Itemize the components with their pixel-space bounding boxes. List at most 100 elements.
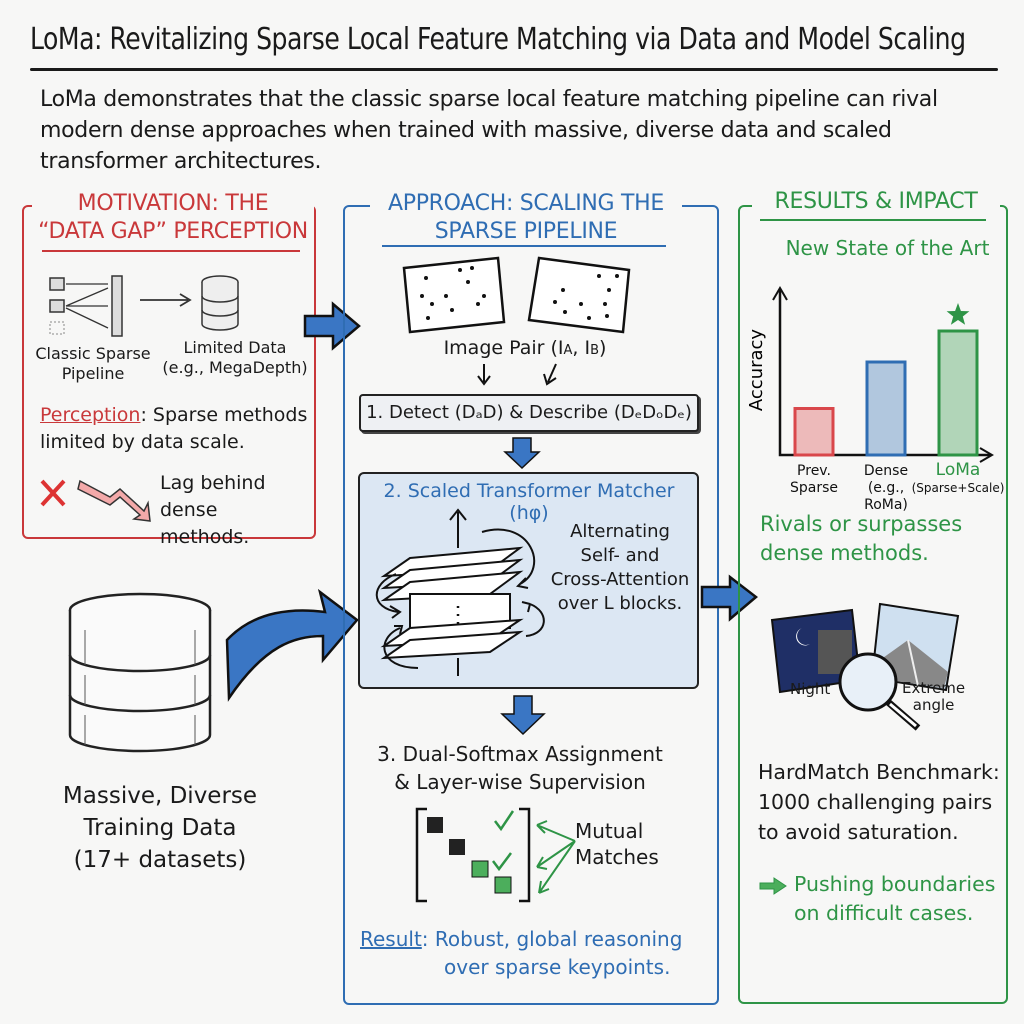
feature-box-icon bbox=[49, 299, 65, 313]
down-arrow-icon bbox=[503, 437, 541, 470]
y-axis-label: Accuracy bbox=[746, 329, 767, 412]
approach-title-underline bbox=[382, 245, 666, 247]
night-label: Night bbox=[790, 680, 831, 698]
match-arrows-icon bbox=[536, 820, 576, 894]
classic-pipeline-icon bbox=[49, 275, 239, 337]
lag-line2: dense methods. bbox=[160, 499, 250, 548]
database-icon bbox=[201, 275, 239, 331]
green-arrow-icon bbox=[759, 877, 787, 895]
rivals-line1: Rivals or surpasses bbox=[760, 512, 963, 536]
results-title-underline bbox=[760, 219, 986, 221]
step2-desc-line1: Alternating bbox=[570, 521, 670, 542]
result-text-1: : Robust, global reasoning bbox=[421, 927, 683, 951]
mutual-matches-label: Mutual Matches bbox=[575, 818, 659, 870]
x-tick-label: Prev. bbox=[797, 463, 831, 479]
image-a-subscript: A bbox=[563, 343, 573, 358]
pipeline-label-line1: Classic Sparse bbox=[35, 344, 151, 363]
lag-line1: Lag behind bbox=[160, 472, 266, 494]
matcher-block-icon bbox=[111, 275, 123, 337]
perception-text: Perception: Sparse methods limited by da… bbox=[40, 402, 310, 456]
bar-1 bbox=[865, 360, 907, 457]
lag-text: Lag behind dense methods. bbox=[160, 470, 310, 551]
magnifier-icon bbox=[838, 652, 921, 731]
image-pair-label: Image Pair (IA, IB) bbox=[443, 337, 607, 359]
motivation-title-line2: “DATA GAP” PERCEPTION bbox=[38, 219, 308, 244]
motivation-title-underline bbox=[42, 250, 300, 252]
limited-data-label: Limited Data (e.g., MegaDepth) bbox=[160, 338, 310, 378]
feature-box-icon bbox=[49, 277, 65, 291]
step2-description: Alternating Self- and Cross-Attention ov… bbox=[545, 520, 695, 616]
motivation-title-line1: MOTIVATION: THE bbox=[77, 191, 269, 216]
bench-line2: 1000 challenging pairs bbox=[758, 790, 993, 814]
push-line2: on difficult cases. bbox=[794, 901, 974, 925]
rivals-line2: dense methods. bbox=[760, 541, 929, 565]
hard-cases-illustration bbox=[770, 602, 960, 731]
star-icon bbox=[946, 303, 970, 325]
x-tick-label: LoMa bbox=[936, 460, 981, 480]
matrix-cell bbox=[449, 839, 465, 855]
step2-desc-line3: Cross-Attention bbox=[550, 569, 690, 590]
result-text: Result: Robust, global reasoning over sp… bbox=[360, 925, 700, 981]
title-underline bbox=[30, 68, 998, 71]
perception-key: Perception bbox=[40, 404, 141, 426]
extreme-line1: Extreme bbox=[902, 679, 966, 697]
mutual-line2: Matches bbox=[575, 845, 659, 869]
bar-2 bbox=[937, 329, 979, 457]
rivals-text: Rivals or surpasses dense methods. bbox=[760, 510, 1000, 568]
x-tick-label: (e.g., bbox=[868, 480, 904, 496]
bench-line1: HardMatch Benchmark: bbox=[758, 760, 1000, 784]
training-data-line1: Massive, Diverse bbox=[62, 783, 258, 809]
x-tick-label: Sparse bbox=[790, 480, 838, 496]
x-mark-icon bbox=[40, 479, 66, 507]
mutual-line1: Mutual bbox=[575, 819, 644, 843]
approach-title: APPROACH: SCALING THE SPARSE PIPELINE bbox=[370, 190, 682, 246]
image-pair-text: Image Pair (I bbox=[443, 337, 564, 359]
y-axis-arrow-icon bbox=[772, 286, 788, 301]
feature-box-icon bbox=[49, 321, 65, 335]
chart-axes bbox=[778, 290, 990, 457]
step2-title: 2. Scaled Transformer Matcher (hφ) bbox=[383, 480, 675, 524]
training-data-label: Massive, Diverse Training Data (17+ data… bbox=[30, 780, 290, 876]
step1-detect-describe: 1. Detect (DₐD) & Describe (DₑDₒDₑ) bbox=[359, 394, 699, 432]
extreme-angle-label: Extreme angle bbox=[902, 680, 965, 714]
transformer-stack-icon bbox=[375, 508, 545, 676]
arrow-right-icon bbox=[140, 293, 192, 307]
step3-line1: 3. Dual-Softmax Assignment bbox=[377, 742, 663, 766]
step2-desc-line4: over L blocks. bbox=[557, 593, 683, 614]
push-line1: Pushing boundaries bbox=[794, 872, 996, 896]
data-label-line2: (e.g., MegaDepth) bbox=[162, 358, 308, 377]
check-icon bbox=[492, 810, 515, 872]
bar-0 bbox=[793, 407, 835, 457]
downtrend-arrow-icon bbox=[77, 479, 151, 522]
assignment-matrix-icon bbox=[415, 807, 576, 903]
results-title: RESULTS & IMPACT bbox=[752, 188, 1000, 216]
perception-text-1: : Sparse methods bbox=[140, 404, 308, 426]
matrix-cell bbox=[471, 860, 489, 878]
pushing-boundaries-text: Pushing boundaries on difficult cases. bbox=[794, 870, 1004, 928]
x-axis-arrow-icon bbox=[979, 447, 994, 463]
perception-text-2: limited by data scale. bbox=[40, 431, 245, 453]
approach-title-line1: APPROACH: SCALING THE bbox=[388, 191, 664, 216]
page-title: LoMa: Revitalizing Sparse Local Feature … bbox=[30, 22, 966, 57]
step3-label: 3. Dual-Softmax Assignment & Layer-wise … bbox=[360, 740, 680, 796]
matrix-cell bbox=[427, 817, 443, 833]
summary-text: LoMa demonstrates that the classic spars… bbox=[40, 87, 938, 174]
bench-line3: to avoid saturation. bbox=[758, 820, 959, 844]
result-text-2: over sparse keypoints. bbox=[444, 955, 671, 979]
down-arrow-icon bbox=[500, 695, 546, 736]
motivation-title: MOTIVATION: THE “DATA GAP” PERCEPTION bbox=[32, 190, 314, 246]
x-tick-label: Dense bbox=[864, 463, 908, 479]
step2-desc-line2: Self- and bbox=[580, 545, 660, 566]
data-label-line1: Limited Data bbox=[183, 338, 287, 357]
image-b-icon bbox=[527, 256, 631, 334]
approach-title-line2: SPARSE PIPELINE bbox=[434, 219, 618, 244]
result-key: Result bbox=[360, 927, 422, 951]
large-database-icon bbox=[68, 592, 212, 753]
training-data-line2: Training Data bbox=[83, 815, 237, 841]
classic-pipeline-label: Classic Sparse Pipeline bbox=[28, 344, 158, 384]
hardmatch-benchmark-text: HardMatch Benchmark: 1000 challenging pa… bbox=[758, 757, 1008, 847]
chart-title: New State of the Art bbox=[785, 236, 990, 260]
accuracy-bar-chart: Accuracy Prev.Sparse Dense(e.g.,RoMa) LoMa… bbox=[746, 286, 1004, 513]
decline-icon bbox=[40, 479, 151, 522]
x-tick-label: RoMa) bbox=[864, 497, 908, 513]
